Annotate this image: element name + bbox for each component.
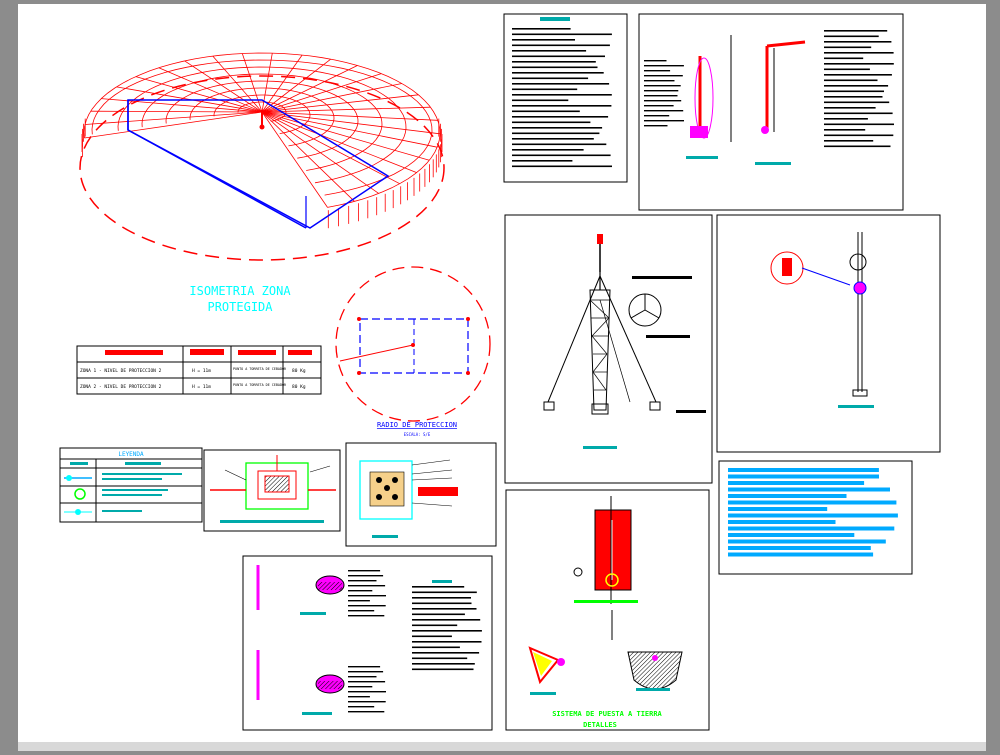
zone-table: ZONA 1 - NIVEL DE PROTECCION 2 H = 11m P…	[76, 345, 322, 395]
zone-row-1-type: PUNTO A TORRETA DE CEBADOR	[233, 367, 287, 371]
zone-row-2-height: H = 11m	[192, 384, 211, 390]
mast-detail	[716, 214, 941, 453]
zone-row-1-label: ZONA 1 - NIVEL DE PROTECCION 2	[80, 368, 162, 374]
grounding-pit-detail	[203, 449, 341, 532]
zone-row-2-value: 80 Kg	[292, 384, 306, 390]
cyan-notes-box	[718, 460, 913, 575]
drawing-paper	[18, 4, 986, 742]
zone-row-2-label: ZONA 2 - NIVEL DE PROTECCION 2	[80, 384, 162, 390]
downconductor-detail	[638, 13, 904, 211]
radius-of-protection-plan	[335, 266, 491, 422]
isometric-title-line2: PROTEGIDA	[207, 300, 273, 314]
grounding-title-line1: SISTEMA DE PUESTA A TIERRA	[552, 710, 662, 718]
tower-detail	[504, 214, 713, 484]
isometric-protection-zone	[79, 52, 445, 261]
radius-title: RADIO DE PROTECCION	[377, 421, 457, 429]
grounding-system-detail: SISTEMA DE PUESTA A TIERRA DETALLES	[505, 489, 710, 731]
zone-row-1-value: 80 Kg	[292, 368, 306, 374]
isometric-title-line1: ISOMETRIA ZONA	[189, 284, 291, 298]
zone-row-2-type: PUNTO A TORRETA DE CEBADOR	[233, 383, 287, 387]
notes-box-1	[503, 13, 628, 183]
grounding-title-line2: DETALLES	[583, 721, 617, 729]
legend-box: LEYENDA	[59, 447, 203, 523]
connection-details	[242, 555, 493, 731]
plan-detail	[345, 442, 497, 547]
legend-title: LEYENDA	[118, 451, 144, 458]
radius-subtitle: ESCALA: S/E	[404, 432, 431, 437]
zone-row-1-height: H = 11m	[192, 368, 211, 374]
